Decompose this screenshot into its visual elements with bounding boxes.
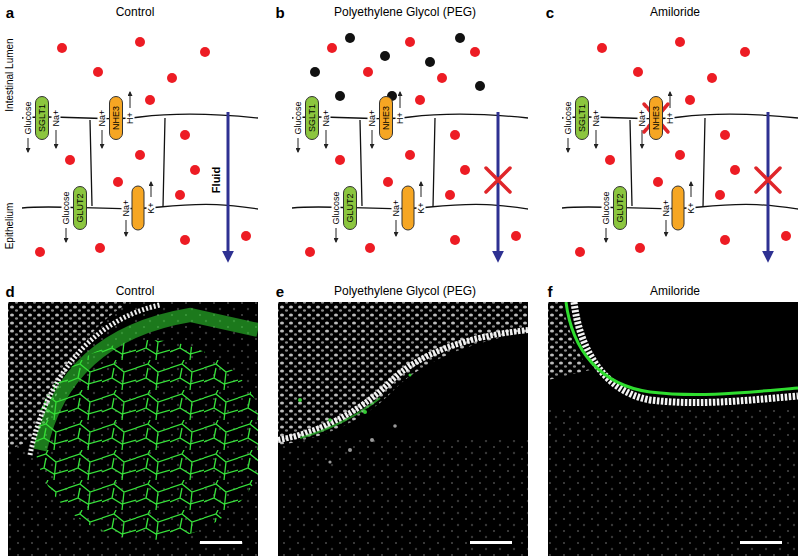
illustration-part (328, 418, 332, 422)
transporter-box: GLUT2 (343, 186, 357, 230)
ion-label: H+ (666, 111, 675, 125)
cell-schematic (292, 37, 528, 258)
illustration-part (756, 168, 780, 192)
panel-title: Control (116, 285, 155, 297)
illustration-part (393, 424, 397, 428)
illustration-part (348, 448, 352, 452)
transporter-name: NHE3 (382, 106, 391, 130)
ion-label: K+ (147, 201, 156, 214)
ion-label: Na+ (392, 199, 401, 218)
transporter-name: SGLT1 (578, 104, 587, 132)
illustration-part (335, 91, 345, 101)
transporter-name: GLUT2 (76, 193, 85, 222)
panel-letter: b (275, 5, 284, 20)
flow-label: Fluid (211, 166, 222, 194)
illustration-part (40, 315, 258, 450)
illustration-part (300, 398, 380, 438)
illustration-part (278, 440, 528, 556)
illustration-part (345, 33, 355, 43)
illustration-part (475, 81, 485, 91)
panel-title: Polyethylene Glycol (PEG) (334, 6, 476, 18)
illustration-part (566, 302, 798, 395)
illustration-part (30, 305, 160, 455)
illustration-part (363, 410, 367, 414)
transporter-name: GLUT2 (616, 193, 625, 222)
panel-letter: d (5, 284, 14, 299)
illustration-part (455, 33, 465, 43)
cell-schematic (22, 37, 258, 258)
transporter-name: SGLT1 (38, 104, 47, 132)
illustration-part (278, 330, 528, 440)
cell-schematic (562, 37, 798, 258)
ion-label: Na+ (592, 109, 601, 128)
transporter-box: NHE3 (109, 96, 123, 140)
illustration-part (740, 541, 782, 544)
ion-label: Glucose (62, 190, 71, 225)
ion-label: Glucose (294, 100, 303, 135)
micrograph (278, 302, 528, 556)
illustration-part (328, 460, 331, 463)
transporter-box: SGLT1 (305, 96, 319, 140)
illustration-part (574, 302, 798, 403)
ion-label: K+ (417, 201, 426, 214)
illustration-part (310, 67, 320, 77)
transporter-box: SGLT1 (575, 96, 589, 140)
ion-label: Na+ (98, 109, 107, 128)
ion-label: Na+ (662, 199, 671, 218)
illustration-part (328, 424, 396, 463)
ion-label: H+ (126, 111, 135, 125)
ion-label: Na+ (368, 109, 377, 128)
ion-label: Na+ (322, 109, 331, 128)
peg-molecules (310, 33, 485, 101)
transporter-box: NHE3 (649, 96, 663, 140)
transporter-box: GLUT2 (73, 186, 87, 230)
ion-label: Na+ (638, 109, 647, 128)
panel-title: Amiloride (650, 285, 700, 297)
illustration-part (470, 541, 512, 544)
illustration-part (298, 374, 412, 422)
panel-letter: c (546, 5, 554, 20)
ion-label: K+ (687, 201, 696, 214)
transporter-name: NHE3 (652, 106, 661, 130)
illustration-part (278, 302, 528, 556)
illustration-part (298, 398, 302, 402)
illustration-part (278, 302, 528, 445)
micrograph (8, 302, 258, 556)
panel-letter: f (548, 284, 553, 299)
panel-title: Amiloride (650, 6, 700, 18)
transporter-box: SGLT1 (35, 96, 49, 140)
illustration-part (548, 302, 798, 556)
region-label: Epithelium (5, 203, 15, 250)
region-label: Intestinal Lumen (5, 38, 15, 111)
block-cross (486, 104, 780, 192)
illustration-part (425, 57, 435, 67)
panel-letter: e (276, 284, 284, 299)
ion-label: Glucose (332, 190, 341, 225)
transporter-name: NHE3 (112, 106, 121, 130)
panel-letter: a (6, 5, 14, 20)
ion-label: Glucose (564, 100, 573, 135)
ion-label: Glucose (24, 100, 33, 135)
micrograph (548, 302, 798, 556)
ion-label: Na+ (122, 199, 131, 218)
panel-title: Control (116, 6, 155, 18)
transporter-box: NHE3 (379, 96, 393, 140)
illustration-part (200, 541, 242, 544)
ion-label: Glucose (602, 190, 611, 225)
panel-title: Polyethylene Glycol (PEG) (334, 285, 476, 297)
illustration-part (409, 374, 412, 377)
illustration-part (548, 410, 798, 556)
transporter-box: GLUT2 (613, 186, 627, 230)
transporter-name: SGLT1 (308, 104, 317, 132)
illustration-part (370, 438, 374, 442)
illustration-part (644, 104, 668, 132)
illustration-part (486, 168, 510, 192)
transporter-name: GLUT2 (346, 193, 355, 222)
illustration-part (380, 51, 390, 61)
illustration-part (35, 340, 258, 540)
ion-label: Na+ (52, 109, 61, 128)
ion-label: H+ (396, 111, 405, 125)
